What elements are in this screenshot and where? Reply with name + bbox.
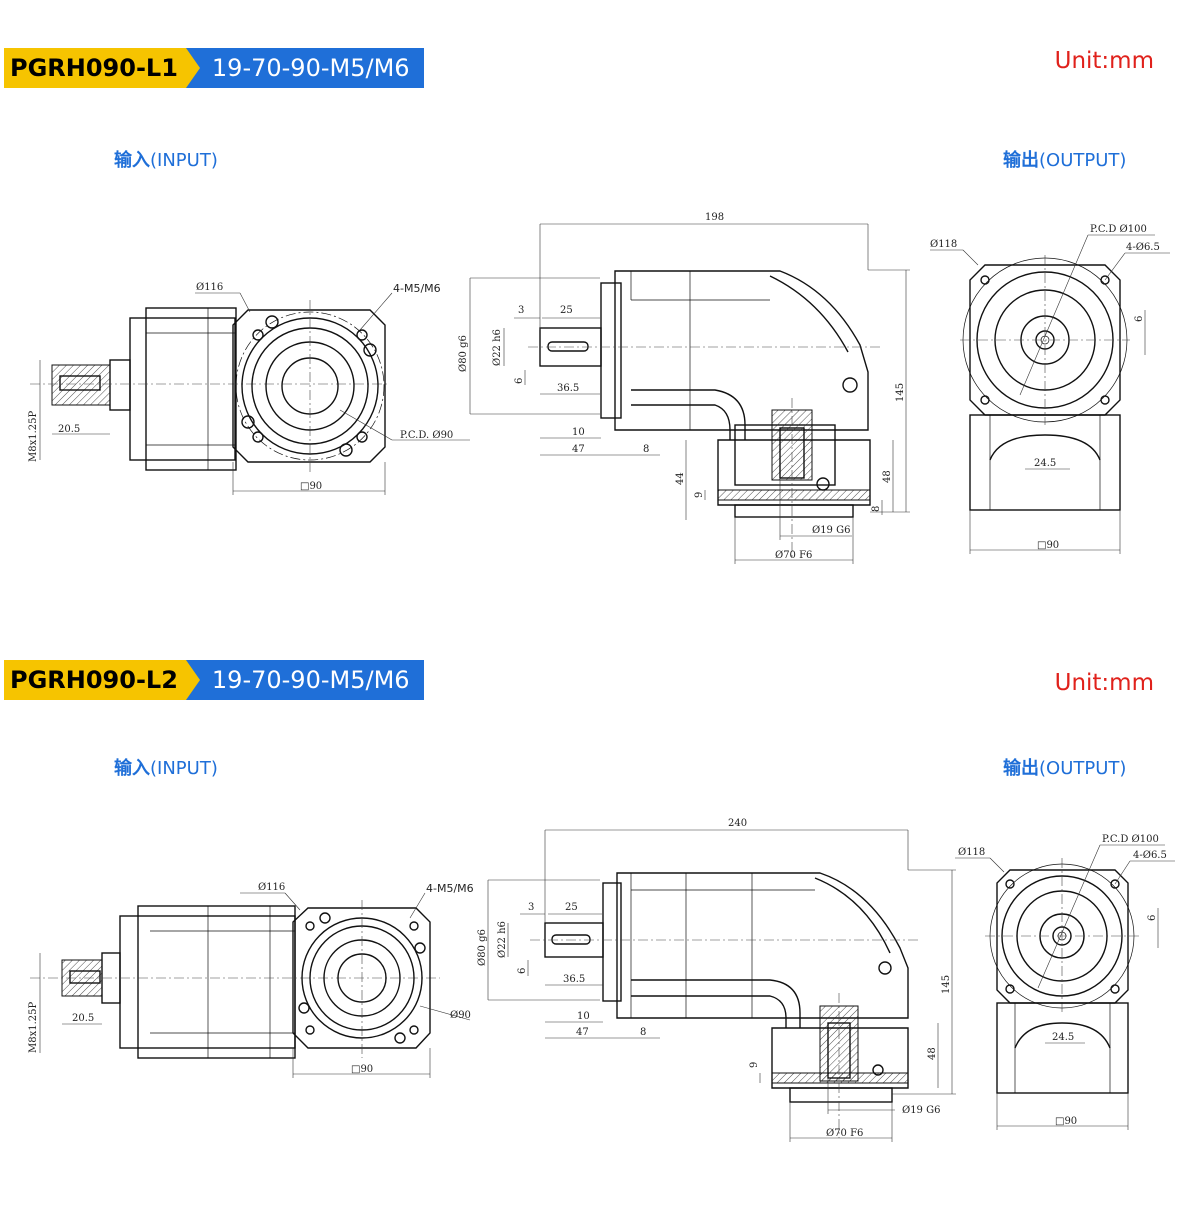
- dim-24-5: 24.5: [1052, 1032, 1074, 1043]
- dim-d118: Ø118: [930, 239, 957, 250]
- dim-9: 9: [749, 1062, 760, 1068]
- unit-label: Unit:mm: [1054, 670, 1154, 696]
- dim-d19: Ø19 G6: [902, 1105, 940, 1116]
- tag-arrow-icon: [185, 48, 200, 88]
- side-view: 198 Ø80 g6 Ø22 h6 3 25 6 36.5 10 47 8 14…: [458, 212, 910, 564]
- dim-8b: 8: [871, 506, 882, 512]
- dim-d118: Ø118: [958, 847, 985, 858]
- dim-pcd90: Ø90: [450, 1010, 471, 1021]
- dim-198: 198: [705, 212, 724, 223]
- input-label: 输入(INPUT): [114, 758, 218, 779]
- input-view: Ø116 4-M5/M6 P.C.D. Ø90 □90 20.5 M8x1.25…: [28, 282, 470, 495]
- dim-47: 47: [572, 444, 585, 455]
- output-view: Ø118 P.C.D Ø100 4-Ø6.5 6 24.5 □90: [955, 834, 1175, 1130]
- dim-44: 44: [675, 472, 686, 485]
- dim-145: 145: [941, 975, 952, 994]
- dim-pcd100: P.C.D Ø100: [1090, 224, 1147, 235]
- dim-6b: 6: [1147, 915, 1158, 921]
- dim-10: 10: [577, 1011, 590, 1022]
- dim-10: 10: [572, 427, 585, 438]
- output-label: 输出(OUTPUT): [1003, 758, 1127, 779]
- input-label: 输入(INPUT): [114, 150, 218, 171]
- output-label: 输出(OUTPUT): [1003, 150, 1127, 171]
- drawing-section-l2: PGRH090-L2 19-70-90-M5/M6 Unit:mm 输入(INP…: [0, 608, 1200, 1208]
- tag-arrow-icon: [185, 660, 200, 700]
- dim-hole: 4-M5/M6: [393, 282, 441, 295]
- dim-d22: Ø22 h6: [492, 329, 503, 366]
- dim-hole65: 4-Ø6.5: [1133, 850, 1167, 861]
- dim-sq90b: □90: [1055, 1116, 1077, 1127]
- model-tag: PGRH090-L1 19-70-90-M5/M6: [4, 48, 424, 88]
- model-code: PGRH090-L2: [10, 666, 178, 694]
- dim-6: 6: [514, 378, 525, 384]
- dim-8: 8: [640, 1027, 646, 1038]
- dim-8: 8: [643, 444, 649, 455]
- dim-pcd100: P.C.D Ø100: [1102, 834, 1159, 845]
- model-tag: PGRH090-L2 19-70-90-M5/M6: [4, 660, 424, 700]
- dim-25: 25: [565, 902, 578, 913]
- dim-20-5: 20.5: [72, 1013, 94, 1024]
- model-spec: 19-70-90-M5/M6: [185, 660, 424, 700]
- dim-d70: Ø70 F6: [775, 550, 812, 561]
- dim-d80: Ø80 g6: [477, 929, 488, 966]
- drawing-section-l1: PGRH090-L1 19-70-90-M5/M6 Unit:mm 输入(INP…: [0, 0, 1200, 600]
- dim-m8: M8x1.25P: [28, 1001, 39, 1053]
- dim-sq90b: □90: [1037, 540, 1059, 551]
- dim-sq90: □90: [351, 1064, 373, 1075]
- dim-6: 6: [517, 968, 528, 974]
- dim-6b: 6: [1134, 316, 1145, 322]
- dim-hole65: 4-Ø6.5: [1126, 242, 1160, 253]
- technical-drawing-l1: Ø116 4-M5/M6 P.C.D. Ø90 □90 20.5 M8x1.25…: [28, 212, 1170, 564]
- model-code: PGRH090-L1: [10, 54, 178, 82]
- dim-36-5: 36.5: [557, 383, 579, 394]
- dim-d116: Ø116: [258, 882, 285, 893]
- dim-20-5: 20.5: [58, 424, 80, 435]
- technical-drawing-l2: Ø116 4-M5/M6 Ø90 □90 20.5 M8x1.25P: [28, 818, 1175, 1142]
- dim-24-5: 24.5: [1034, 458, 1056, 469]
- model-spec: 19-70-90-M5/M6: [185, 48, 424, 88]
- dim-d22: Ø22 h6: [497, 921, 508, 958]
- dim-d80: Ø80 g6: [458, 335, 469, 372]
- dim-3: 3: [528, 902, 534, 913]
- dim-145: 145: [895, 383, 906, 402]
- dim-sq90: □90: [300, 481, 322, 492]
- dim-pcd90: P.C.D. Ø90: [400, 430, 453, 441]
- dim-d19: Ø19 G6: [812, 525, 850, 536]
- dim-48: 48: [882, 470, 893, 483]
- dim-d70: Ø70 F6: [826, 1128, 863, 1139]
- dim-36-5: 36.5: [563, 974, 585, 985]
- dim-48: 48: [927, 1047, 938, 1060]
- dim-d116: Ø116: [196, 282, 223, 293]
- input-view: Ø116 4-M5/M6 Ø90 □90 20.5 M8x1.25P: [28, 882, 474, 1078]
- dim-240: 240: [728, 818, 747, 829]
- dim-9: 9: [694, 492, 705, 498]
- dim-47: 47: [576, 1027, 589, 1038]
- side-view: 240 Ø80 g6 Ø22 h6 3 25 6 36.5 10 47 8 14…: [477, 818, 956, 1142]
- unit-label: Unit:mm: [1054, 48, 1154, 74]
- dim-25: 25: [560, 305, 573, 316]
- output-view: Ø118 P.C.D Ø100 4-Ø6.5 6 24.5 □90: [930, 224, 1170, 554]
- dim-3: 3: [518, 305, 524, 316]
- dim-m8: M8x1.25P: [28, 410, 39, 462]
- dim-hole: 4-M5/M6: [426, 882, 474, 895]
